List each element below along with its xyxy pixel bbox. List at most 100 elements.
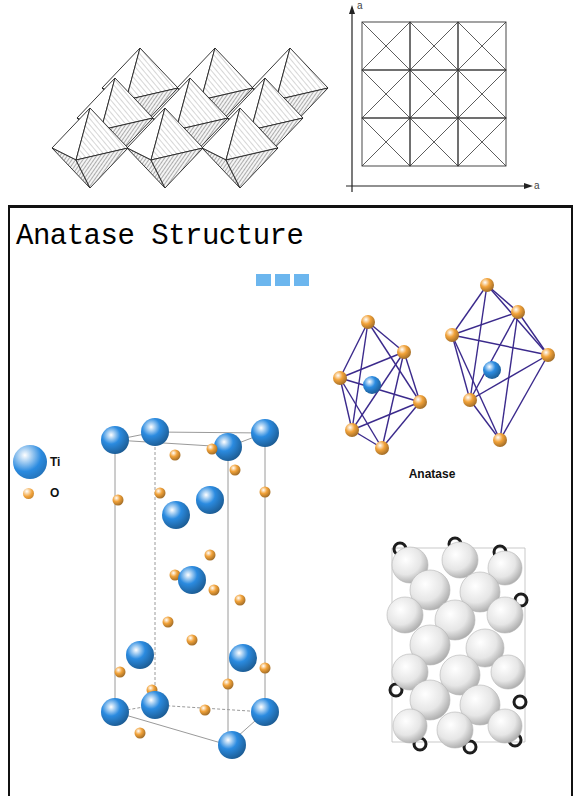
bond-line [470, 355, 548, 400]
bond-line [500, 355, 548, 440]
axis-label: a [357, 0, 363, 11]
octahedra-grid [346, 5, 533, 192]
grid-square [458, 22, 506, 70]
deco-square [294, 274, 309, 286]
grid-square [458, 118, 506, 166]
axis-arrow [349, 5, 355, 14]
titanium-atom [196, 486, 224, 514]
oxygen-sphere [437, 712, 473, 748]
grid-diagonal [458, 70, 506, 118]
oxygen-atom [209, 585, 220, 596]
grid-diagonal [458, 22, 506, 70]
oxygen-atom [230, 465, 241, 476]
grid-diagonal [410, 70, 458, 118]
bond-line [340, 378, 352, 430]
oxygen-atom [397, 345, 411, 359]
oxygen-atom [463, 393, 477, 407]
oxygen-atom [333, 371, 347, 385]
bond-line [518, 312, 548, 355]
oxygen-atom [511, 305, 525, 319]
titanium-atom [101, 698, 129, 726]
oxygen-atom [187, 635, 198, 646]
bond-line [500, 312, 518, 440]
grid-square [410, 70, 458, 118]
titanium-atom [126, 641, 154, 669]
octahedron-face [76, 148, 128, 188]
oxygen-atom [135, 728, 146, 739]
octahedron [52, 108, 128, 188]
cell-edge [115, 712, 228, 745]
octahedra-pair [333, 278, 555, 455]
octahedra-layer [52, 48, 328, 188]
grid-square [458, 70, 506, 118]
cell-edge [155, 432, 265, 433]
titanium-atom [162, 501, 190, 529]
structure-label: Anatase [409, 467, 456, 481]
grid-diagonal [410, 118, 458, 166]
octahedron-face [226, 148, 278, 188]
oxygen-atom [493, 433, 507, 447]
grid-diagonal [410, 70, 458, 118]
deco-square [275, 274, 290, 286]
bond-line [452, 285, 487, 335]
grid-diagonal [458, 22, 506, 70]
oxygen-atom [205, 550, 216, 561]
oxygen-atom [260, 487, 271, 498]
deco-square [256, 274, 271, 286]
bond-line [382, 402, 420, 448]
bond-line [352, 322, 368, 430]
grid-diagonal [362, 118, 410, 166]
axis-arrow [524, 183, 533, 189]
octahedron-face [151, 148, 203, 188]
grid-diagonal [458, 118, 506, 166]
oxygen-atom [445, 328, 459, 342]
titanium-atom [229, 644, 257, 672]
bond-line [368, 322, 404, 352]
grid-diagonal [362, 118, 410, 166]
oxygen-atom [480, 278, 494, 292]
grid-diagonal [362, 22, 410, 70]
grid-diagonal [362, 22, 410, 70]
oxygen-atom [260, 663, 271, 674]
oxygen-atom [345, 423, 359, 437]
cell-edge [228, 447, 229, 745]
grid-diagonal [410, 22, 458, 70]
grid-diagonal [362, 70, 410, 118]
titanium-atom [363, 376, 381, 394]
titanium-atom [214, 433, 242, 461]
titanium-atom [101, 426, 129, 454]
legend-label: Ti [50, 455, 60, 469]
titanium-atom [141, 691, 169, 719]
panel-frame [8, 205, 573, 796]
legend-swatch [23, 488, 34, 499]
oxygen-sphere [488, 709, 522, 743]
cell-edge [155, 432, 156, 705]
oxygen-atom [163, 617, 174, 628]
oxygen-atom [235, 595, 246, 606]
bond-line [470, 400, 500, 440]
grid-square [362, 22, 410, 70]
oxygen-atom [541, 348, 555, 362]
oxygen-atom [207, 444, 218, 455]
titanium-atom [178, 566, 206, 594]
titanium-atom [251, 698, 279, 726]
grid-square [362, 70, 410, 118]
bond-line [340, 352, 404, 378]
octahedron-wire [445, 278, 555, 447]
oxygen-sphere [487, 597, 523, 633]
legend-swatch [13, 445, 47, 479]
unit-cell [101, 418, 279, 759]
grid-diagonal [362, 70, 410, 118]
grid-diagonal [410, 22, 458, 70]
oxygen-atom [170, 450, 181, 461]
oxygen-sphere [387, 597, 423, 633]
grid-diagonal [458, 70, 506, 118]
octahedron [127, 108, 203, 188]
oxygen-atom [115, 667, 126, 678]
oxygen-atom [413, 395, 427, 409]
bond-line [352, 402, 420, 430]
axis-line [351, 10, 352, 192]
